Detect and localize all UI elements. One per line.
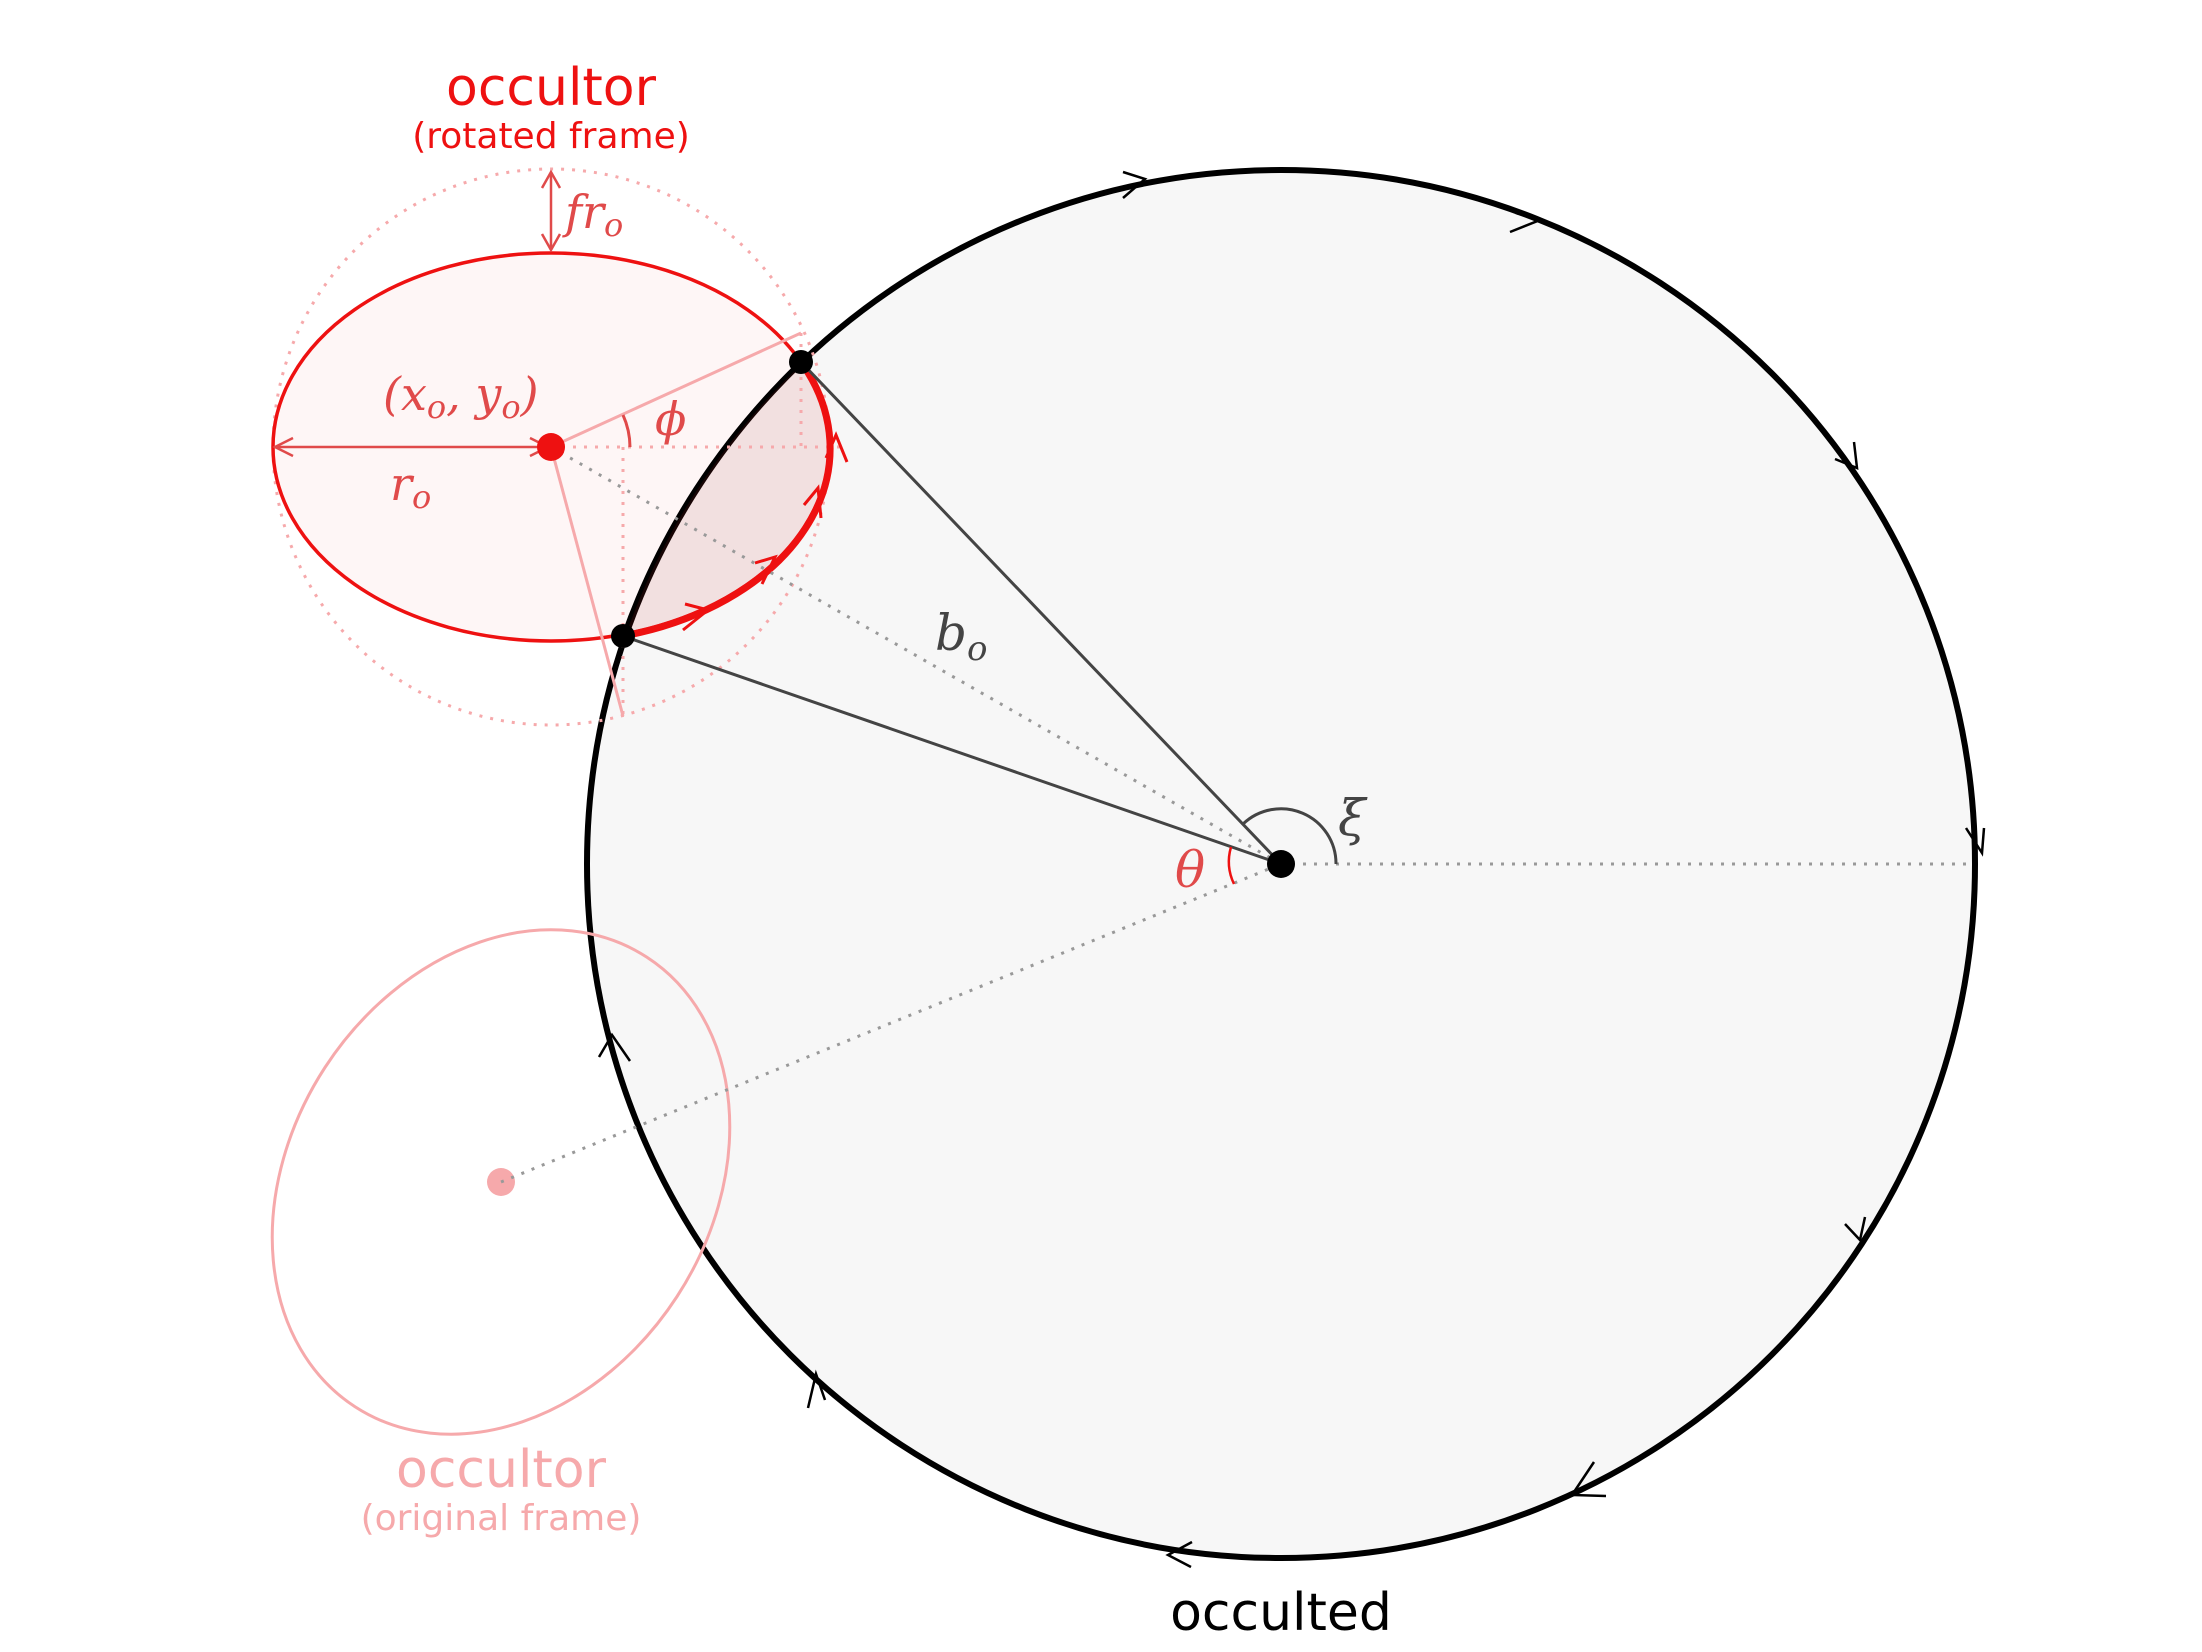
intersection-point-upper xyxy=(789,350,813,374)
r-o-label: ro xyxy=(390,457,431,516)
theta-arc xyxy=(1227,846,1236,885)
f-r-o-label: fro xyxy=(562,185,623,244)
phi-construction xyxy=(549,331,840,717)
occulted-center-point xyxy=(1267,850,1295,878)
occultor-arc-in-overlap xyxy=(622,359,834,640)
intersection-point-lower xyxy=(611,624,635,648)
occultor-center-label: (xo, yo) xyxy=(383,367,539,426)
occultor-original-ellipse xyxy=(270,928,732,1436)
occulted-title: occulted xyxy=(1170,1583,1392,1643)
occulted-arc-in-overlap xyxy=(621,360,803,637)
occultor-original-subtitle: (original frame) xyxy=(361,1498,642,1539)
b-o-label: bo xyxy=(935,604,988,669)
occultor-rotated-title: occultor xyxy=(446,58,657,118)
occultor-original-title: occultor xyxy=(396,1440,607,1500)
occultor-center-point xyxy=(537,433,565,461)
xi-arc xyxy=(1241,807,1338,865)
f-r-o-arrow xyxy=(540,169,562,253)
theta-label: θ xyxy=(1175,841,1205,899)
occulted-direction-arrows xyxy=(597,170,1986,1569)
phi-label: ϕ xyxy=(655,392,686,446)
xi-label: ξ xyxy=(1338,789,1368,847)
construction-lines xyxy=(550,360,1973,866)
occultor-arc-arrows xyxy=(682,431,849,632)
occultor-rotated-subtitle: (rotated frame) xyxy=(412,116,690,157)
